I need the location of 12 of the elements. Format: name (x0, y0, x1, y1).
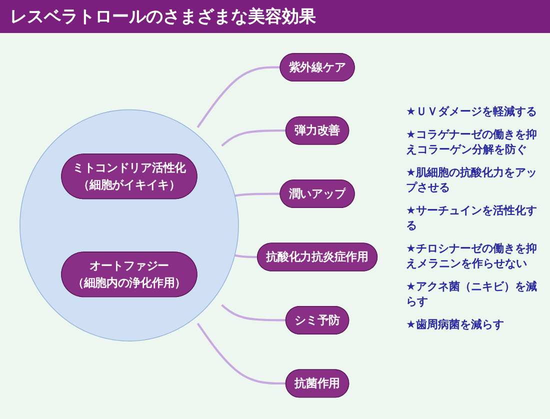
connector (221, 130, 286, 147)
note-text: ★アクネ菌（ニキビ）を減らす (406, 279, 538, 309)
connector (196, 322, 286, 385)
note-text: ★ＵＶダメージを軽減する (406, 104, 538, 119)
title: レスベラトロールのさまざまな美容効果 (0, 0, 550, 33)
note-text: ★肌細胞の抗酸化力をアップさせる (406, 165, 538, 195)
note-text: ★歯周病菌を減らす (406, 317, 505, 332)
note-text: ★サーチュインを活性化する (406, 203, 538, 233)
connector (221, 304, 286, 322)
note-text: ★チロシナーゼの働きを抑えメラニンを作らせない (406, 241, 538, 271)
note-text: ★コラゲナーゼの働きを抑えコラーゲン分解を防ぐ (406, 127, 538, 157)
connector (196, 66, 280, 128)
